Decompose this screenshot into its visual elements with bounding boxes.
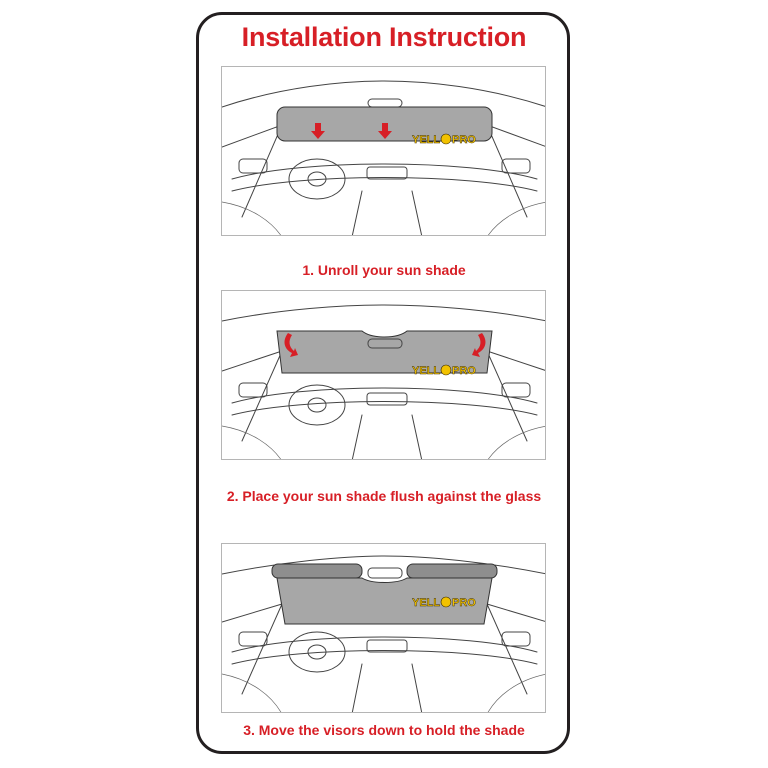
- curved-arrow-icon: [472, 333, 486, 357]
- step-2-label: 2. Place your sun shade flush against th…: [226, 488, 542, 504]
- tiger-logo-icon: [440, 364, 452, 376]
- sun-visor-right: [406, 563, 498, 579]
- page-title: Installation Instruction: [241, 22, 527, 52]
- brand-logo: YELL PRO: [412, 364, 476, 377]
- car-interior-drawing: YELL PRO: [222, 304, 545, 459]
- car-interior-drawing: YELL PRO: [222, 80, 545, 235]
- brand-left: YELL: [412, 365, 440, 377]
- brand-left: YELL: [412, 597, 440, 609]
- step-1-illustration: YELL PRO: [221, 66, 546, 236]
- brand-right: PRO: [452, 597, 476, 609]
- brand-logo: YELL PRO: [412, 596, 476, 609]
- brand-left: YELL: [412, 134, 440, 146]
- tiger-logo-icon: [440, 133, 452, 145]
- step-2-illustration: YELL PRO: [221, 290, 546, 460]
- car-interior-drawing: YELL PRO: [222, 555, 545, 712]
- down-arrow-icon: [311, 123, 325, 139]
- tiger-logo-icon: [440, 596, 452, 608]
- brand-right: PRO: [452, 134, 476, 146]
- down-arrow-icon: [378, 123, 392, 139]
- sun-shade: [276, 330, 493, 374]
- sun-visor-left: [271, 563, 363, 579]
- curved-arrow-icon: [284, 333, 298, 357]
- step-3-label: 3. Move the visors down to hold the shad…: [243, 722, 525, 738]
- brand-logo: YELL PRO: [412, 133, 476, 146]
- step-3-illustration: YELL PRO: [221, 543, 546, 713]
- sun-shade: [276, 577, 493, 625]
- brand-right: PRO: [452, 365, 476, 377]
- step-1-label: 1. Unroll your sun shade: [302, 262, 466, 278]
